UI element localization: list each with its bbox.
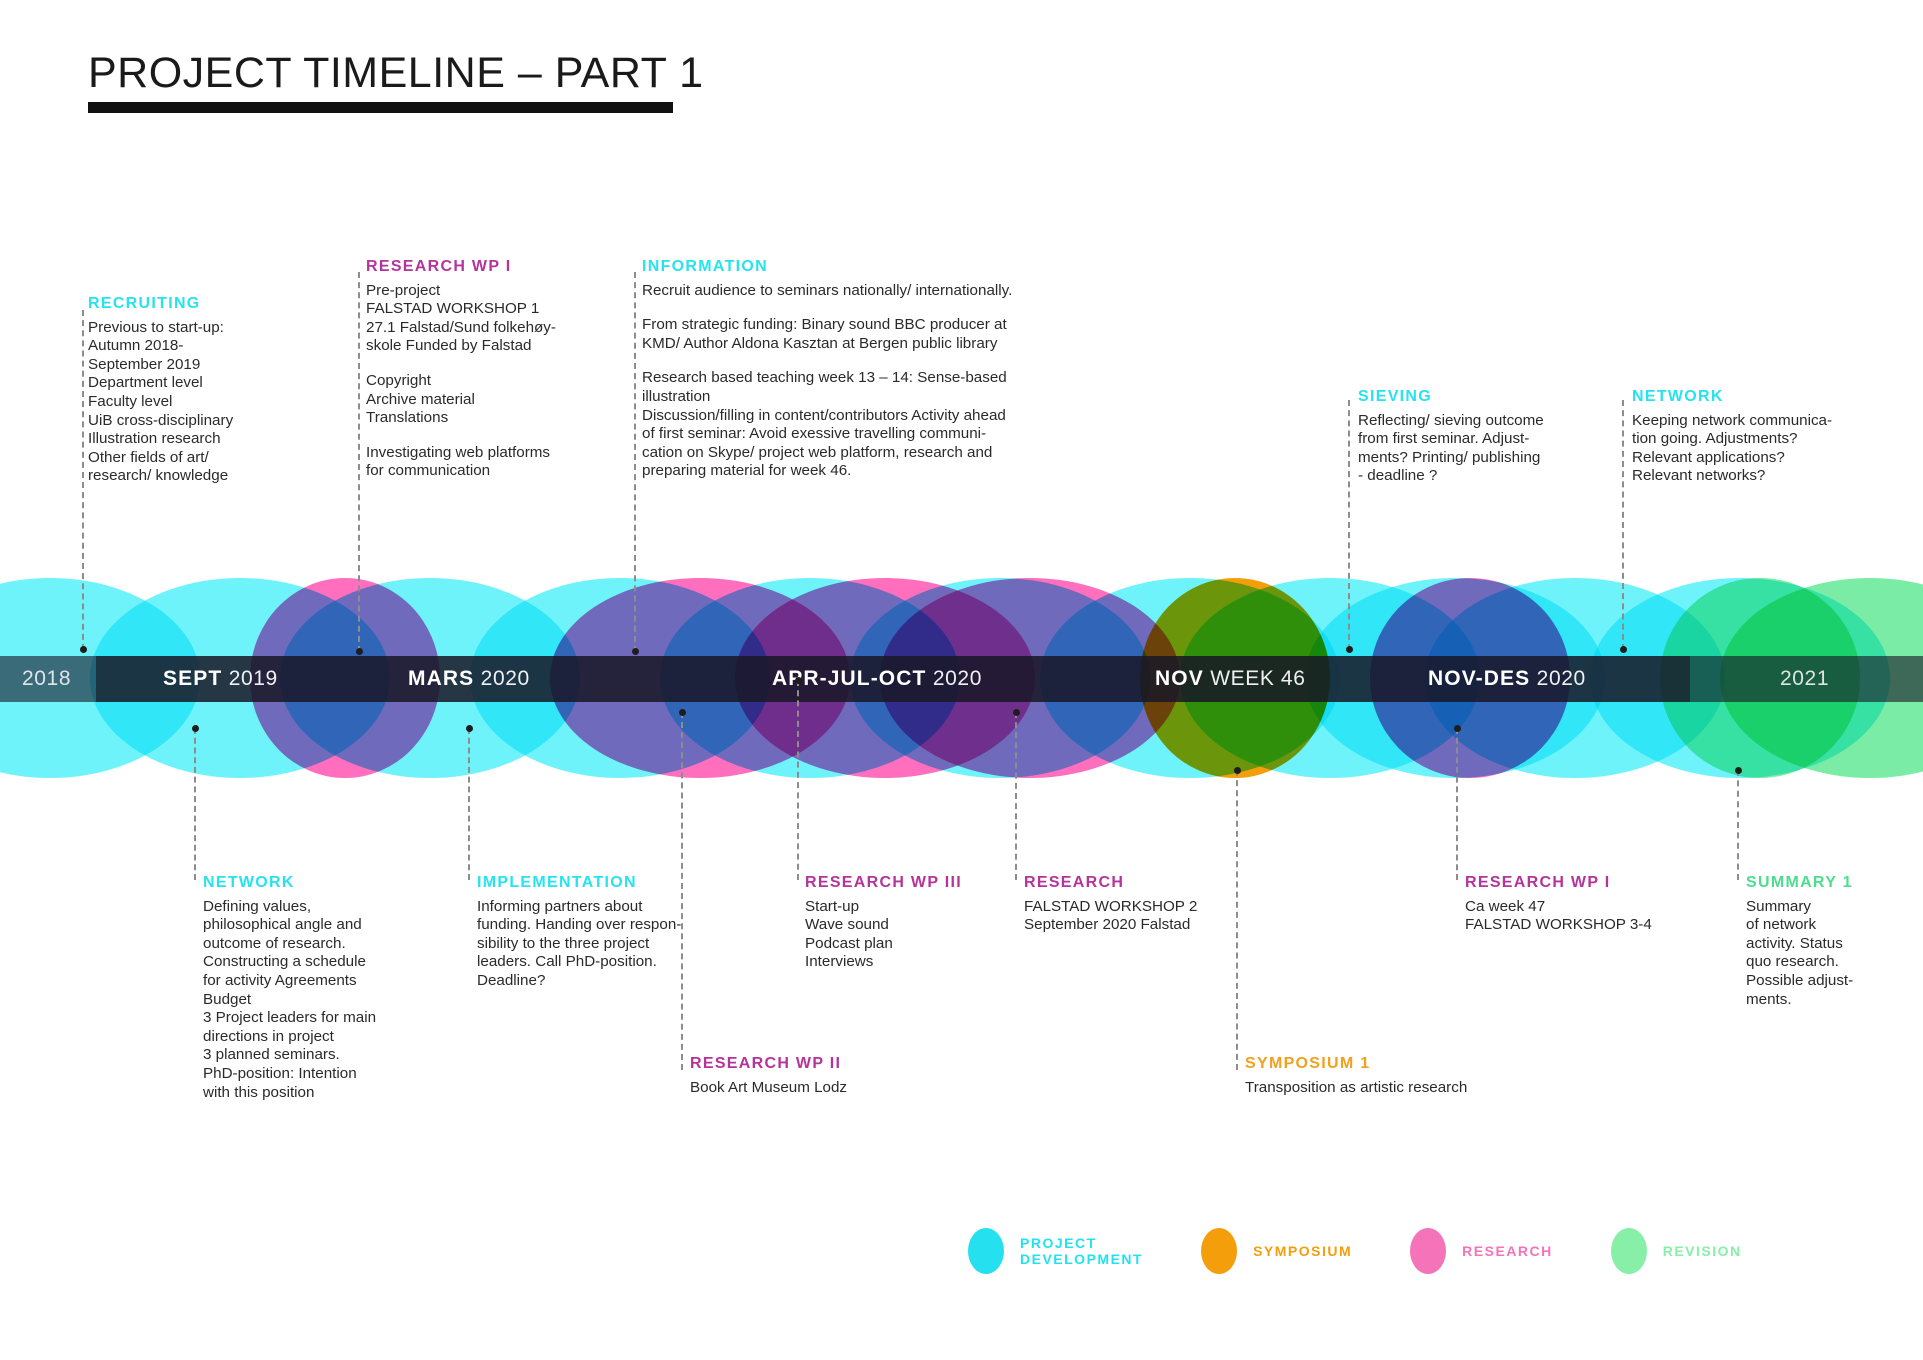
annotation-title-recruiting: RECRUITING	[88, 295, 201, 312]
leader-dot-recruiting	[80, 646, 87, 653]
annotation-title-sieving: SIEVING	[1358, 388, 1433, 405]
annotation-research-wp-2: RESEARCH WP II Book Art Museum Lodz	[690, 1055, 990, 1097]
legend-symposium-label: SYMPOSIUM	[1253, 1243, 1353, 1259]
timeline-date-bar	[0, 656, 1923, 702]
leader-line-research-falstad-2	[1015, 712, 1017, 880]
title-underline	[88, 102, 673, 113]
date-label-seg-mars2020: MARS 2020	[408, 667, 530, 690]
annotation-body-recruiting-0: Previous to start-up:Autumn 2018-Septemb…	[88, 318, 234, 485]
leader-line-research-wp-1-top	[358, 272, 360, 652]
leader-dot-information	[632, 648, 639, 655]
annotation-title-network-bottom: NETWORK	[203, 874, 295, 891]
leader-dot-implementation	[466, 725, 473, 732]
leader-line-summary-1	[1737, 770, 1739, 880]
legend-research-swatch-icon	[1410, 1228, 1447, 1274]
legend-symposium-swatch-icon	[1201, 1228, 1238, 1274]
annotation-title-research-wp-3: RESEARCH WP III	[805, 874, 962, 891]
annotation-network-bottom: NETWORK Defining values,philosophical ang…	[203, 874, 433, 1102]
leader-dot-research-falstad-2	[1013, 709, 1020, 716]
leader-line-network-top	[1622, 400, 1624, 650]
leader-dot-research-wp-1-top	[356, 648, 363, 655]
date-label-seg-sept2019: SEPT 2019	[163, 667, 278, 690]
leader-dot-research-wp-1-bottom	[1454, 725, 1461, 732]
date-bar-segment-1	[96, 656, 1690, 702]
date-bar-segment-0	[0, 656, 96, 702]
leader-dot-network-bottom	[192, 725, 199, 732]
annotation-body-network-top-0: Keeping network communica-tion going. Ad…	[1632, 411, 1833, 485]
legend-revision-swatch-icon	[1610, 1228, 1647, 1274]
annotation-body-information-1: From strategic funding: Binary sound BBC…	[642, 316, 1007, 352]
leader-dot-sieving	[1346, 646, 1353, 653]
leader-dot-network-top	[1620, 646, 1627, 653]
leader-dot-summary-1	[1735, 767, 1742, 774]
annotation-body-research-wp-2-0: Book Art Museum Lodz	[690, 1078, 848, 1096]
date-label-seg-2021: 2021	[1780, 667, 1830, 690]
leader-line-information	[634, 272, 636, 652]
leader-line-research-wp-1-bottom	[1456, 728, 1458, 880]
annotation-information: INFORMATION Recruit audience to seminars …	[642, 258, 1062, 481]
legend-research[interactable]: RESEARCH	[1410, 1228, 1553, 1274]
annotation-body-information-0: Recruit audience to seminars nationally/…	[642, 281, 1013, 299]
leader-dot-research-wp-3	[795, 677, 802, 684]
annotation-title-information: INFORMATION	[642, 258, 768, 275]
annotation-title-research-wp-1-top: RESEARCH WP I	[366, 258, 512, 275]
legend-research-label: RESEARCH	[1462, 1243, 1553, 1259]
legend-project-development-swatch-icon	[968, 1228, 1004, 1274]
legend-revision[interactable]: REVISION	[1610, 1228, 1742, 1274]
annotation-title-research-wp-1-bottom: RESEARCH WP I	[1465, 874, 1611, 891]
leader-line-symposium-1	[1236, 770, 1238, 1070]
annotation-body-information-2: Research based teaching week 13 – 14: Se…	[642, 369, 1007, 480]
leader-line-recruiting	[82, 310, 84, 650]
legend-symposium[interactable]: SYMPOSIUM	[1201, 1228, 1352, 1274]
annotation-title-symposium-1: SYMPOSIUM 1	[1245, 1055, 1371, 1072]
page-title: PROJECT TIMELINE – PART 1	[88, 49, 704, 97]
date-label-seg-nov46: NOV WEEK 46	[1155, 667, 1306, 690]
annotation-title-network-top: NETWORK	[1632, 388, 1724, 405]
leader-line-sieving	[1348, 400, 1350, 650]
leader-line-implementation	[468, 728, 470, 880]
date-label-seg-apr2020: APR-JUL-OCT 2020	[772, 667, 982, 690]
annotation-recruiting: RECRUITING Previous to start-up:Autumn 20…	[88, 295, 338, 486]
date-bar-segment-2	[1690, 656, 1923, 702]
annotation-symposium-1: SYMPOSIUM 1 Transposition as artistic res…	[1245, 1055, 1585, 1097]
page-title-block: PROJECT TIMELINE – PART 1	[88, 52, 704, 113]
leader-dot-research-wp-2	[679, 709, 686, 716]
date-label-seg-novdes: NOV-DES 2020	[1428, 667, 1586, 690]
annotation-title-research-wp-2: RESEARCH WP II	[690, 1055, 842, 1072]
leader-line-research-wp-3	[797, 680, 799, 880]
leader-line-network-bottom	[194, 728, 196, 880]
leader-line-research-wp-2	[681, 712, 683, 1070]
annotation-title-research-falstad-2: RESEARCH	[1024, 874, 1125, 891]
annotation-title-summary-1: SUMMARY 1	[1746, 874, 1853, 891]
legend-revision-label: REVISION	[1662, 1243, 1742, 1259]
annotation-body-symposium-1-0: Transposition as artistic research	[1245, 1078, 1468, 1096]
leader-dot-symposium-1	[1234, 767, 1241, 774]
annotation-network-top: NETWORK Keeping network communica-tion go…	[1632, 388, 1882, 486]
date-label-seg-2018: 2018	[22, 667, 72, 690]
annotation-title-implementation: IMPLEMENTATION	[477, 874, 637, 891]
